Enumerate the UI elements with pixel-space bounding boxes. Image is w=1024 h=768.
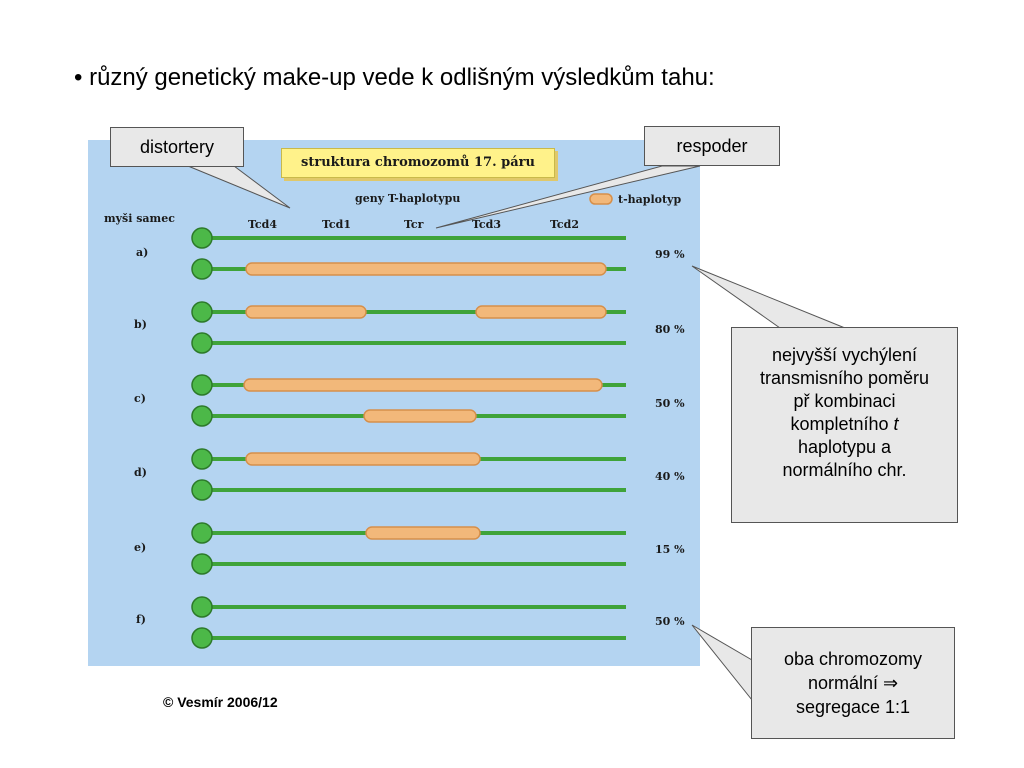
gene-tcd3: Tcd3 (472, 218, 501, 231)
centromere (191, 522, 213, 544)
max-deviation-pointer (691, 265, 846, 329)
max-deviation-line-3: př kombinaci (793, 391, 896, 411)
legend-label: t-haplotyp (618, 193, 682, 206)
legend-haplotype-swatch (589, 193, 613, 205)
row-label-f: f) (136, 613, 146, 626)
normal-pointer (691, 624, 753, 702)
centromere (191, 627, 213, 649)
distortery-pointer (187, 165, 291, 209)
respoder-text: respoder (676, 136, 748, 156)
genes-label: geny T-haplotypu (355, 192, 461, 205)
respoder-callout: respoder (644, 126, 780, 166)
max-deviation-line-4-text: kompletního (790, 414, 889, 434)
max-deviation-line-2: transmisního poměru (759, 368, 930, 388)
normal-line-1: oba chromozomy (783, 649, 923, 669)
row-percent-c: 50 % (655, 397, 685, 410)
row-percent-a: 99 % (655, 248, 685, 261)
haplotype-segment (365, 526, 481, 540)
gene-tcd4: Tcd4 (248, 218, 277, 231)
max-deviation-line-1: nejvyšší vychýlení (771, 345, 918, 365)
haplotype-segment (245, 305, 367, 319)
respoder-pointer (435, 165, 701, 229)
normal-line-3: segregace 1:1 (795, 697, 911, 717)
centromere (191, 374, 213, 396)
figure-title: struktura chromozomů 17. páru (281, 148, 555, 178)
slide-heading: • různý genetický make-up vede k odlišný… (74, 64, 715, 91)
chromosome-figure-panel (88, 140, 700, 666)
centromere (191, 448, 213, 470)
max-deviation-line-6: normálního chr. (782, 460, 907, 480)
row-percent-e: 15 % (655, 543, 685, 556)
centromere (191, 479, 213, 501)
haplotype-segment (245, 262, 607, 276)
distortery-text: distortery (139, 137, 215, 157)
max-deviation-line-5: haplotypu a (797, 437, 892, 457)
normal-line-2: normální ⇒ (807, 673, 899, 693)
gene-tcd2: Tcd2 (550, 218, 579, 231)
haplotype-segment (245, 452, 481, 466)
row-label-a: a) (136, 246, 149, 259)
centromere (191, 405, 213, 427)
copyright: © Vesmír 2006/12 (163, 694, 278, 710)
row-percent-d: 40 % (655, 470, 685, 483)
row-percent-f: 50 % (655, 615, 685, 628)
row-label-d: d) (134, 466, 147, 479)
max-deviation-t-italic: t (893, 414, 899, 434)
gene-tcr: Tcr (404, 218, 424, 231)
centromere (191, 258, 213, 280)
chromosome-rows (191, 227, 626, 649)
haplotype-segment (475, 305, 607, 319)
row-label-c: c) (134, 392, 146, 405)
distortery-callout: distortery (110, 127, 244, 167)
row-label-b: b) (134, 318, 147, 331)
max-deviation-line-4: kompletního t (732, 413, 957, 436)
centromere (191, 301, 213, 323)
row-percent-b: 80 % (655, 323, 685, 336)
row-label-e: e) (134, 541, 147, 554)
mice-label: myši samec (104, 212, 175, 225)
normal-callout: oba chromozomy normální ⇒ segregace 1:1 (751, 627, 955, 739)
centromere (191, 227, 213, 249)
gene-tcd1: Tcd1 (322, 218, 351, 231)
haplotype-segment (363, 409, 477, 423)
centromere (191, 332, 213, 354)
centromere (191, 596, 213, 618)
centromere (191, 553, 213, 575)
haplotype-segment (243, 378, 603, 392)
max-deviation-callout: nejvyšší vychýlení transmisního poměru p… (731, 327, 958, 523)
